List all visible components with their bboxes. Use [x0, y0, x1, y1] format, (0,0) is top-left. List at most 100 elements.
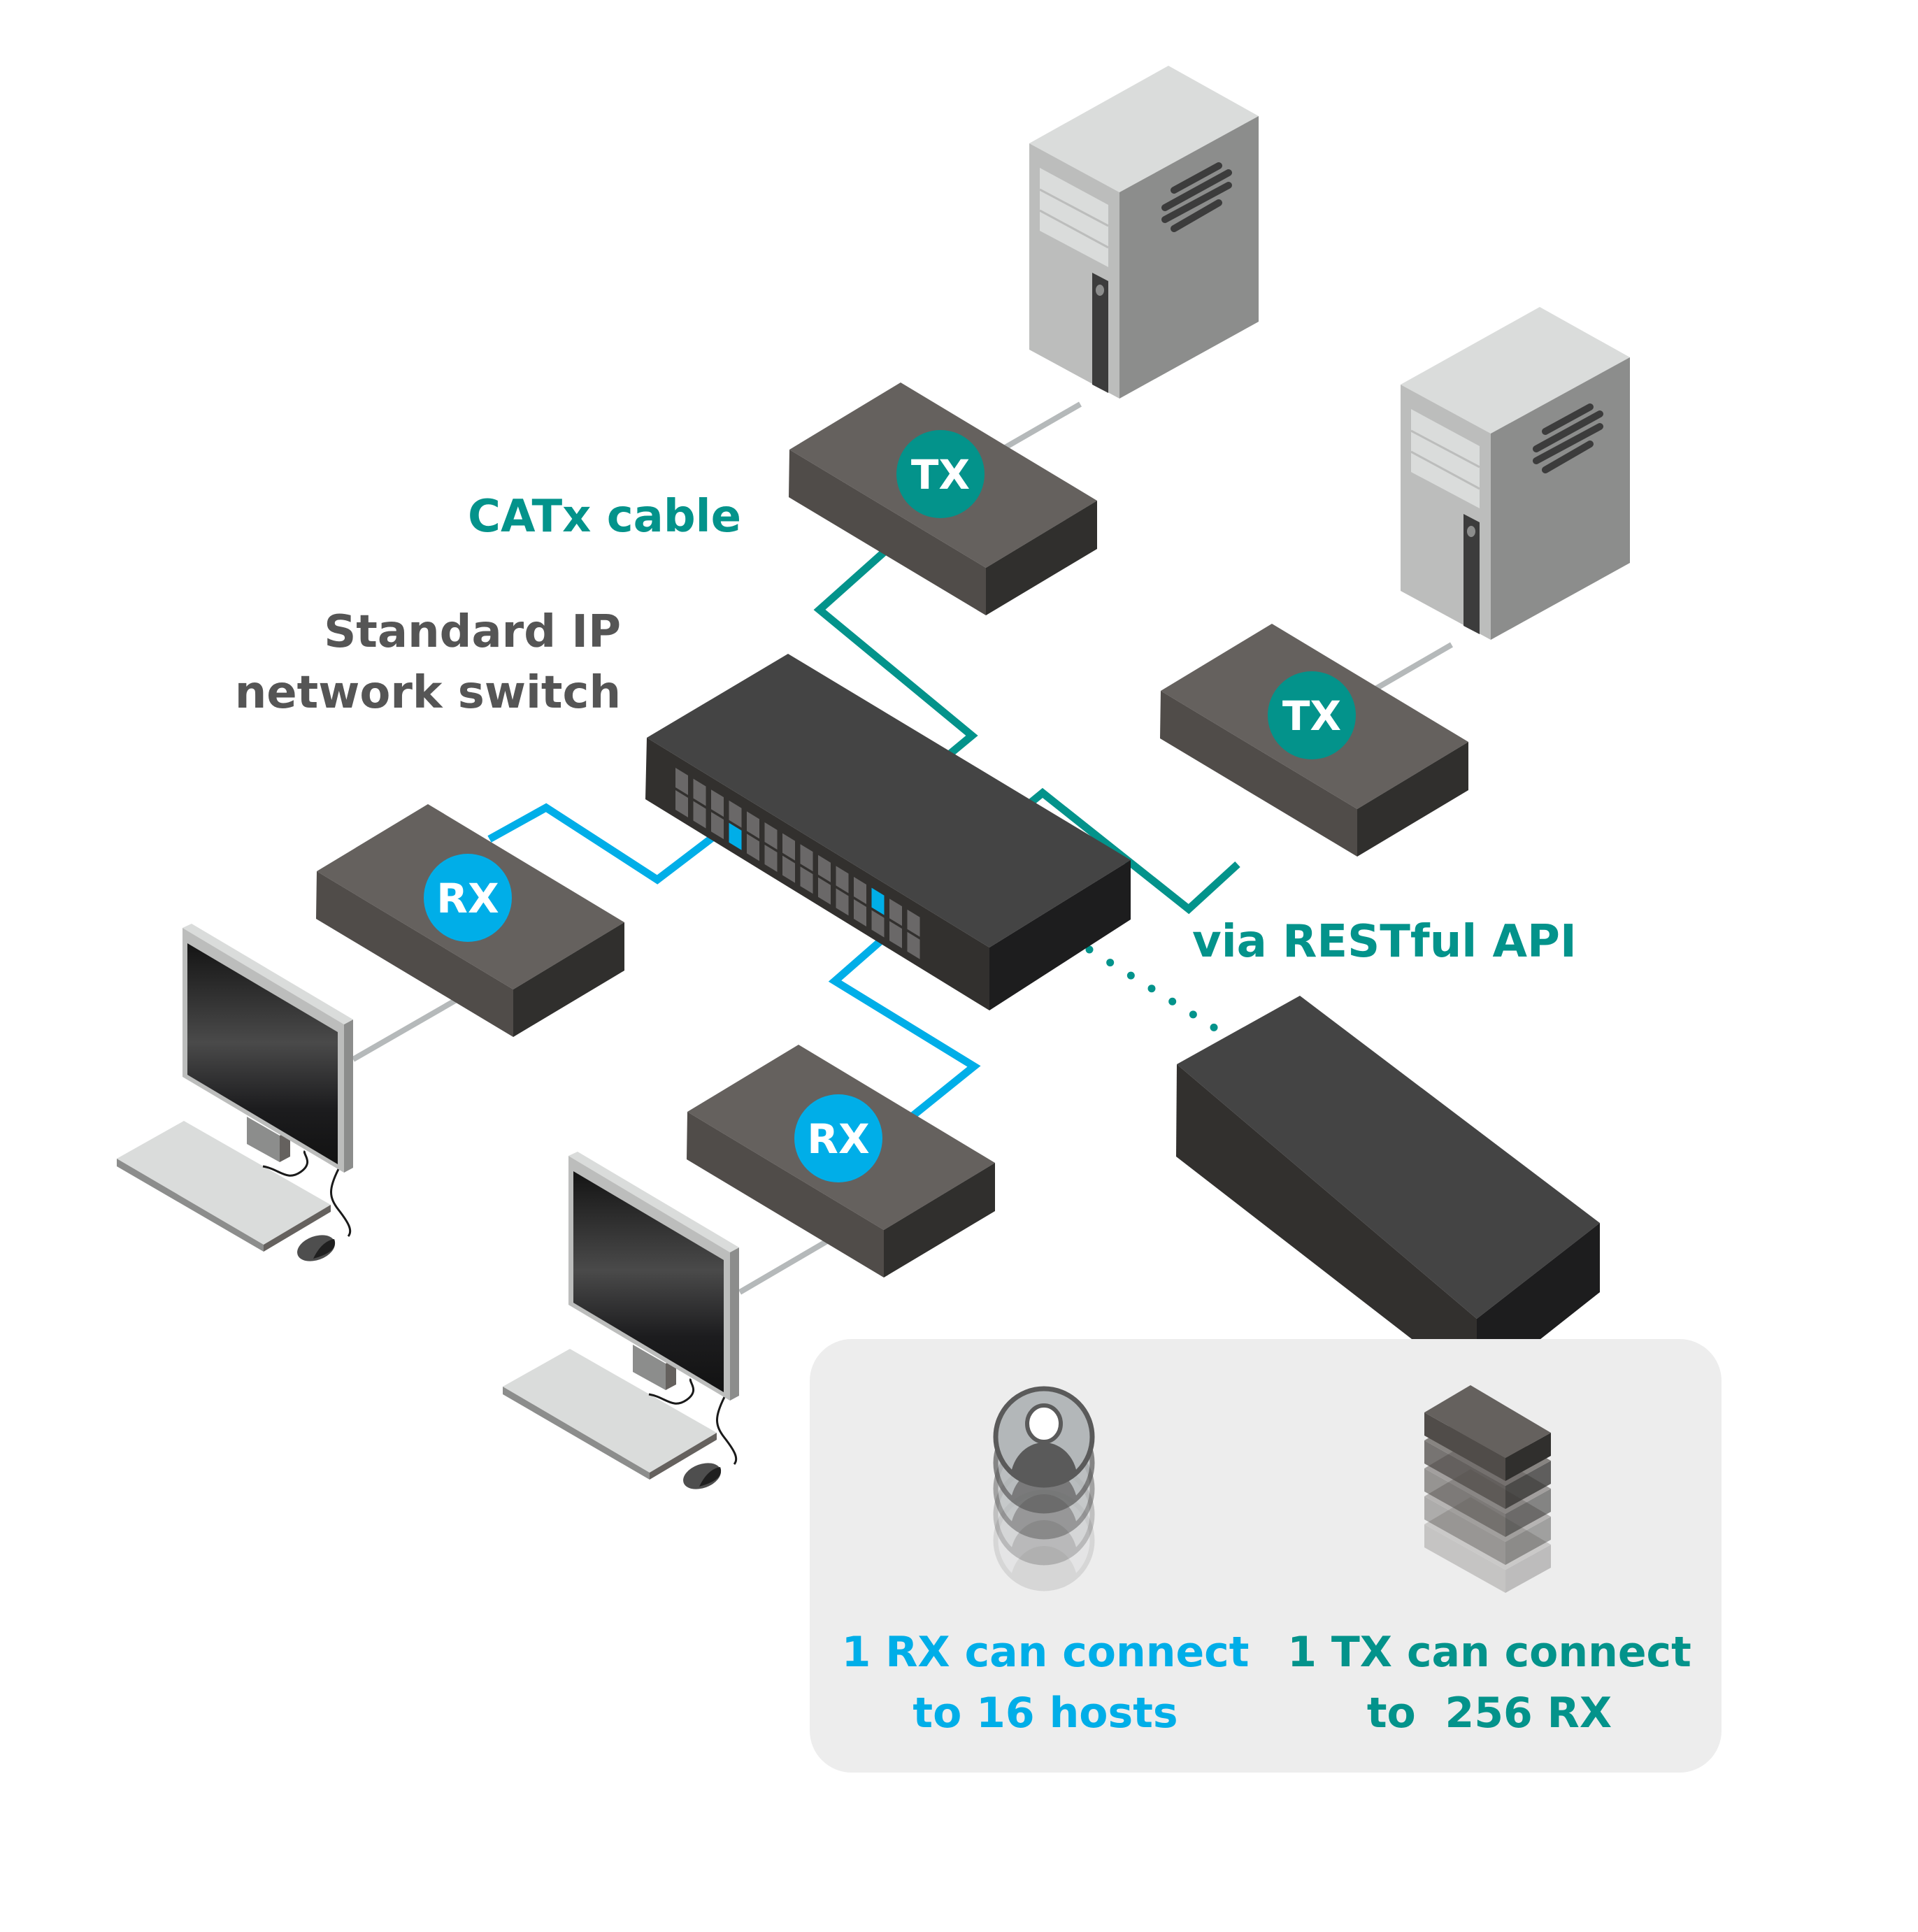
mouse-icon	[683, 1463, 721, 1489]
keyboard-side	[264, 1205, 331, 1252]
box-front-left	[1160, 691, 1357, 857]
switch-port	[871, 910, 885, 938]
restful-api-label: via RESTful API	[1192, 916, 1577, 968]
switch-port	[711, 789, 724, 817]
switch-port	[818, 854, 831, 882]
tx-badge-label: TX	[911, 451, 970, 499]
user-icon-body	[1010, 1443, 1078, 1485]
box-front-right	[513, 922, 624, 1037]
mouse-icon	[297, 1235, 335, 1261]
keyboard-side	[650, 1433, 717, 1480]
switch-port	[836, 866, 849, 894]
box-front-left	[316, 871, 513, 1037]
server-top	[1029, 66, 1259, 192]
keyboard-front	[503, 1387, 650, 1480]
drive-bay-divider	[1039, 209, 1109, 249]
switch-port	[729, 800, 742, 828]
restful-api-link	[1085, 945, 1224, 1036]
server2-to-tx2-cable	[1361, 642, 1454, 699]
switch-port	[854, 877, 866, 904]
switch-port	[747, 811, 759, 839]
power-button-icon	[1096, 285, 1104, 296]
switch-label-line1: Standard IP	[324, 606, 621, 658]
rx-caption-line1: 1 RX can connect	[842, 1628, 1250, 1677]
rx2-catx-cable	[828, 924, 981, 1122]
user-icon-layer	[993, 1386, 1095, 1488]
monitor-bezel-top	[183, 924, 353, 1024]
catx-cable-label: CATx cable	[468, 491, 741, 543]
device-icon-side	[1505, 1517, 1551, 1565]
switch-top	[647, 654, 1131, 947]
tx-caption-line1: 1 TX can connect	[1287, 1628, 1691, 1677]
keyboard-top	[117, 1121, 331, 1245]
monitor-cable	[262, 1150, 309, 1177]
switch-side	[989, 860, 1131, 1010]
drive-bay	[1411, 409, 1480, 508]
mouse-button	[699, 1467, 722, 1487]
switch-port	[907, 931, 920, 959]
stacked-device-icon	[1424, 1385, 1551, 1593]
tx2-extender[interactable]: TX	[1160, 624, 1468, 857]
power-button-icon	[1467, 526, 1475, 537]
info-panel: 1 RX can connect to 16 hosts 1 TX can co…	[810, 1339, 1722, 1773]
rx1-catx-cable	[487, 803, 743, 885]
switch-port	[782, 855, 795, 883]
switch-port	[854, 899, 866, 926]
switch-port	[747, 833, 759, 861]
rx-badge-label: RX	[436, 875, 499, 922]
switch-label-line2: network switch	[235, 667, 621, 719]
user-icon-body	[1010, 1468, 1078, 1511]
stacked-user-icon	[993, 1386, 1095, 1591]
user-icon-body	[1010, 1546, 1078, 1589]
drive-bay-divider	[1039, 188, 1109, 227]
device-icon-side	[1505, 1545, 1551, 1593]
keyboard-top	[503, 1349, 717, 1473]
switch-port	[800, 866, 813, 894]
switch-port	[818, 877, 831, 905]
switch-port	[675, 790, 688, 817]
monitor-screen	[573, 1171, 724, 1392]
workstation-1	[117, 924, 353, 1261]
device-icon-side	[1505, 1461, 1551, 1509]
monitor-stand	[247, 1117, 280, 1162]
switch-port	[711, 812, 724, 840]
rx2-extender[interactable]: RX	[687, 1045, 995, 1278]
switch-port	[675, 768, 688, 795]
switch-port	[693, 778, 706, 806]
device-icon-front	[1424, 1440, 1505, 1509]
tx-badge	[896, 430, 985, 518]
rx1-to-monitor1-cable	[352, 990, 470, 1062]
device-icon-front	[1424, 1524, 1505, 1593]
user-icon-head	[1025, 1403, 1063, 1444]
drive-bay-divider	[1410, 450, 1480, 490]
switch-port	[764, 845, 778, 872]
rx1-extender[interactable]: RX	[316, 804, 624, 1037]
device-icon-side	[1505, 1489, 1551, 1537]
management-controller[interactable]	[1176, 996, 1600, 1389]
switch-port	[782, 833, 795, 861]
device-icon-side	[1505, 1433, 1551, 1481]
power-panel	[1092, 273, 1108, 393]
monitor-stand	[633, 1345, 666, 1390]
power-panel	[1463, 514, 1480, 634]
tx-caption-line2: to 256 RX	[1367, 1689, 1612, 1738]
device-icon-top	[1424, 1385, 1551, 1458]
monitor-screen	[187, 943, 338, 1164]
device-icon-front	[1424, 1412, 1505, 1481]
server-2	[1401, 307, 1630, 640]
switch-port	[836, 888, 849, 916]
tx-badge-label: TX	[1282, 692, 1341, 740]
monitor-bezel-top	[568, 1152, 739, 1252]
rx-badge	[794, 1094, 882, 1182]
switch-port	[889, 899, 902, 926]
vent-icon	[1533, 403, 1603, 473]
monitor-cable	[648, 1378, 695, 1405]
network-switch[interactable]	[645, 654, 1131, 1010]
keyboard-front	[117, 1159, 264, 1252]
box-front-right	[884, 1163, 995, 1278]
tx1-extender[interactable]: TX	[789, 382, 1097, 615]
tx-badge	[1268, 671, 1356, 759]
switch-port	[800, 844, 813, 872]
rx-badge-label: RX	[807, 1115, 869, 1163]
